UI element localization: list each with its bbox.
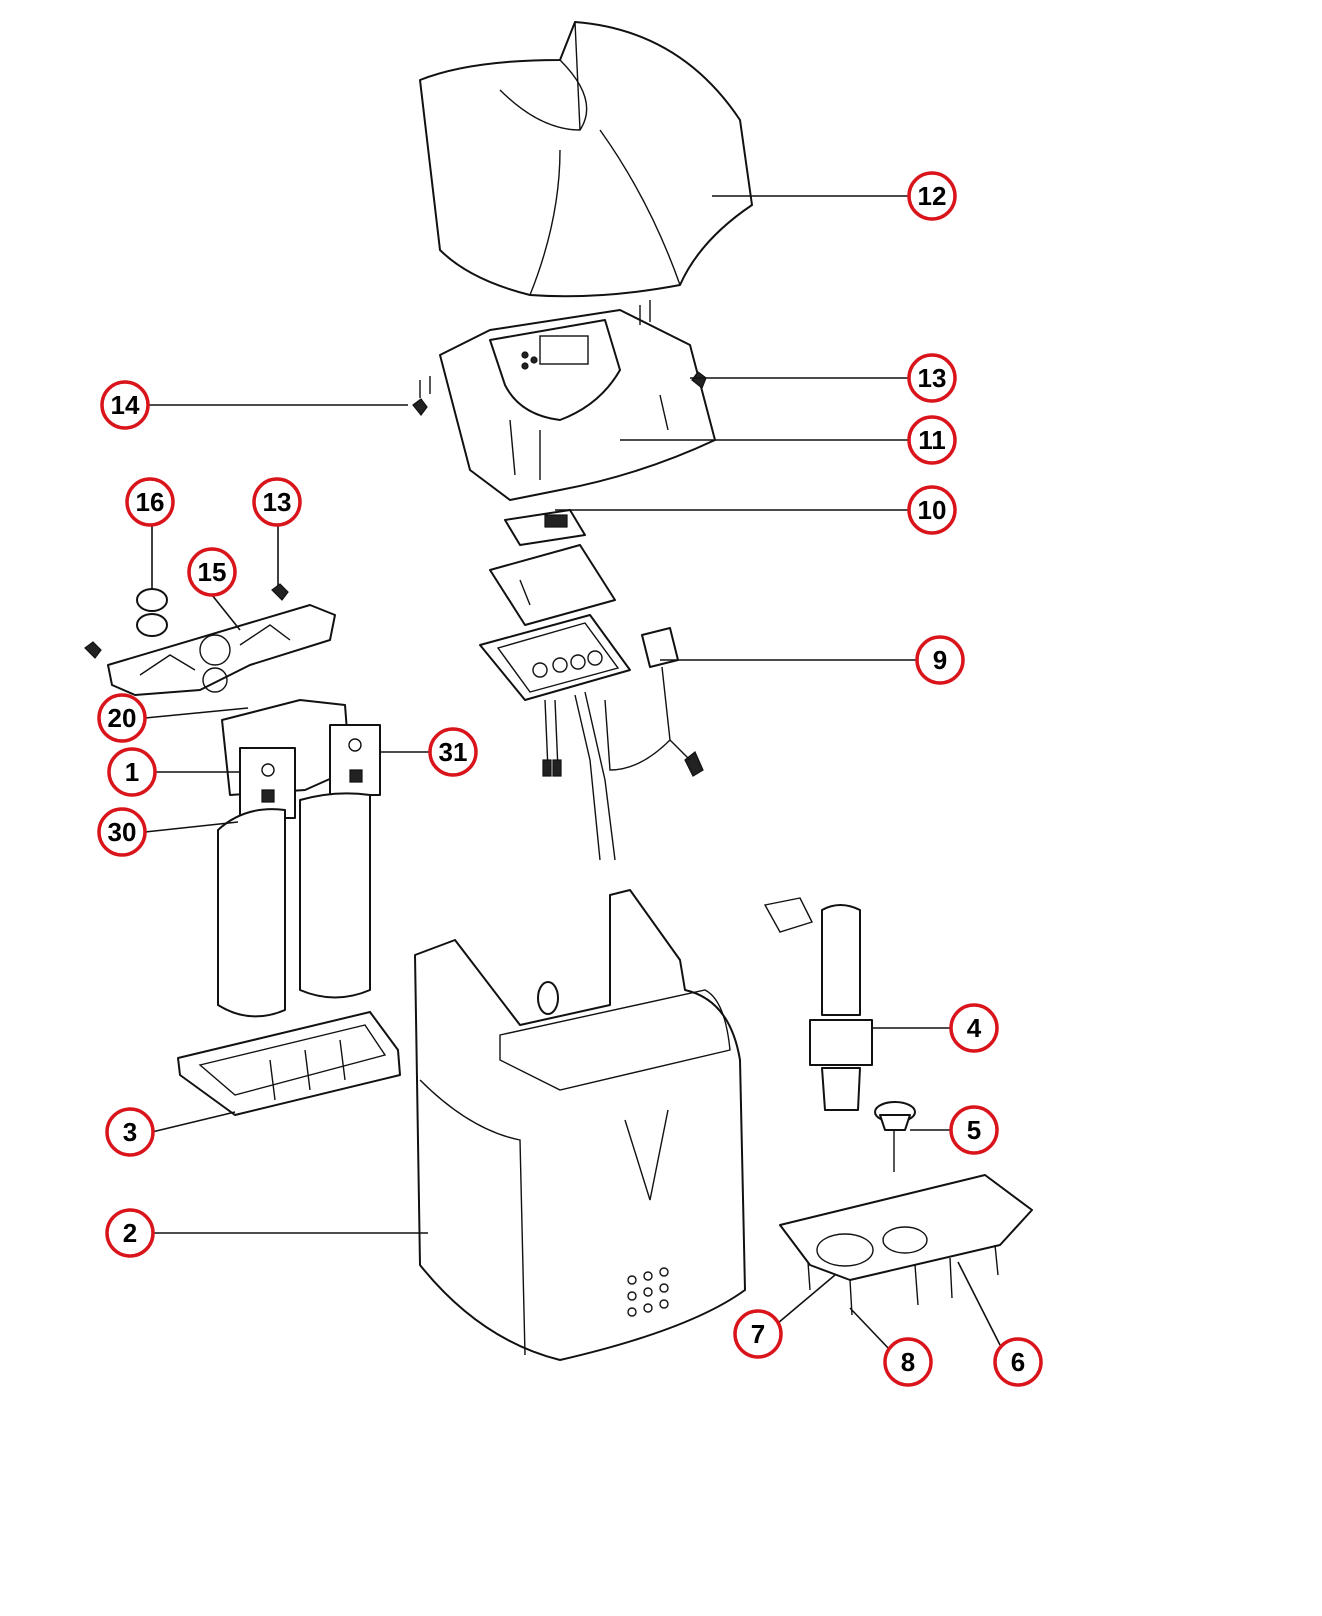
callout-7: 7 (733, 1309, 783, 1359)
part-brine-valve (763, 897, 873, 1111)
part-top-cover (419, 21, 753, 298)
callout-label: 2 (123, 1218, 137, 1248)
callout-ring (949, 1105, 999, 1155)
callout-30: 30 (97, 807, 147, 857)
leader-3 (151, 1111, 236, 1133)
part-float (874, 1101, 916, 1172)
callout-ring (907, 485, 957, 535)
callout-label: 30 (108, 817, 137, 847)
leader-6 (957, 1261, 1001, 1346)
callout-label: 8 (901, 1347, 915, 1377)
callout-label: 6 (1011, 1347, 1025, 1377)
part-base-tray (177, 1011, 401, 1116)
callout-ring (105, 1208, 155, 1258)
callout-label: 31 (439, 737, 468, 767)
callout-4: 4 (949, 1003, 999, 1053)
callout-31: 31 (428, 727, 478, 777)
callout-16: 16 (125, 477, 175, 527)
callout-1: 1 (107, 747, 157, 797)
callout-14: 14 (100, 380, 150, 430)
callout-label: 15 (198, 557, 227, 587)
leader-20 (144, 707, 249, 719)
callout-12: 12 (907, 171, 957, 221)
callout-ring (97, 693, 147, 743)
callout-label: 12 (918, 181, 947, 211)
callout-ring (733, 1309, 783, 1359)
callout-ring (105, 1107, 155, 1157)
part-cabinet (414, 889, 746, 1361)
callout-label: 13 (263, 487, 292, 517)
callout-label: 11 (918, 425, 946, 455)
callout-ring (883, 1337, 933, 1387)
callout-ring (915, 635, 965, 685)
callout-ring (187, 547, 237, 597)
leader-lines (144, 195, 1001, 1351)
callout-11: 11 (907, 415, 957, 465)
callout-label: 10 (918, 495, 947, 525)
callout-6: 6 (993, 1337, 1043, 1387)
part-control-housing (412, 300, 716, 501)
callout-9: 9 (915, 635, 965, 685)
callout-ring (125, 477, 175, 527)
callout-ring (97, 807, 147, 857)
callout-label: 7 (751, 1319, 765, 1349)
callout-ring (907, 353, 957, 403)
leader-30 (144, 821, 239, 833)
part-salt-grid (779, 1174, 1033, 1316)
callout-15: 15 (187, 547, 237, 597)
callout-13: 13 (907, 353, 957, 403)
callout-ring (100, 380, 150, 430)
callout-ring (107, 747, 157, 797)
callout-ring (993, 1337, 1043, 1387)
callout-label: 5 (967, 1115, 981, 1145)
callout-label: 20 (108, 703, 137, 733)
callout-13-left: 13 (252, 477, 302, 527)
callout-ring (252, 477, 302, 527)
callout-10: 10 (907, 485, 957, 535)
leader-8 (849, 1307, 891, 1351)
callout-label: 3 (123, 1117, 137, 1147)
callout-ring (428, 727, 478, 777)
callout-8: 8 (883, 1337, 933, 1387)
cabinet-vent-holes (627, 1267, 669, 1317)
part-bracket (84, 583, 336, 696)
callout-label: 16 (136, 487, 165, 517)
callout-label: 9 (933, 645, 947, 675)
callout-ring (907, 415, 957, 465)
callout-ring (907, 171, 957, 221)
part-wiring-plate (479, 614, 704, 861)
part-valve-assembly (217, 699, 381, 1018)
callout-20: 20 (97, 693, 147, 743)
leader-15 (211, 594, 241, 631)
callout-label: 13 (918, 363, 947, 393)
callout-2: 2 (105, 1208, 155, 1258)
leader-7 (777, 1274, 836, 1324)
callout-label: 14 (111, 390, 140, 420)
callout-5: 5 (949, 1105, 999, 1155)
part-circuit-board-plate (489, 544, 616, 626)
callout-ring (949, 1003, 999, 1053)
callout-3: 3 (105, 1107, 155, 1157)
callout-label: 4 (967, 1013, 982, 1043)
callout-label: 1 (125, 757, 139, 787)
part-circuit-board-small (504, 509, 586, 546)
